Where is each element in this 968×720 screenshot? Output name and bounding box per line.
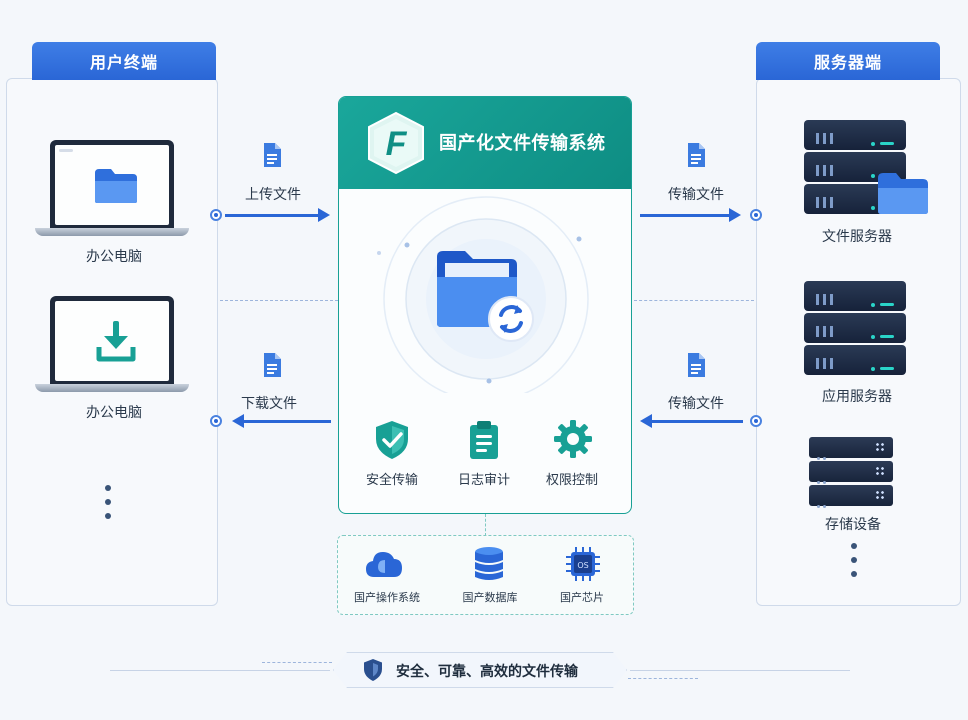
footer-dash-left — [262, 662, 332, 663]
upload-arrow — [225, 214, 319, 217]
transfer-arrow-bottom — [651, 420, 743, 423]
more-servers-dots — [851, 543, 857, 585]
transfer-node-bottom — [750, 415, 762, 427]
device-label-pc-1: 办公电脑 — [86, 249, 142, 265]
device-label-storage: 存储设备 — [825, 517, 881, 533]
upload-doc-icon — [264, 143, 281, 167]
transfer-doc-icon-top — [688, 143, 705, 167]
upload-start-node — [210, 209, 222, 221]
device-label-pc-2: 办公电脑 — [86, 405, 142, 421]
download-end-node — [210, 415, 222, 427]
footer-line-left — [110, 670, 330, 671]
footer-banner — [333, 652, 627, 688]
clipboard-icon — [470, 421, 498, 459]
footer-slogan: 安全、可靠、高效的文件传输 — [396, 664, 578, 680]
os-cloud-icon — [366, 552, 402, 577]
download-doc-icon — [264, 353, 281, 377]
sync-folder-icon — [437, 251, 534, 342]
feature-label-secure-transfer: 安全传输 — [365, 473, 418, 488]
system-title: 国产化文件传输系统 — [439, 133, 606, 154]
chip-icon: OS — [566, 547, 600, 581]
server-side-title: 服务器端 — [756, 42, 940, 80]
transfer-system-card: F 国产化文件传输系统 安全传输 日志审计 — [338, 96, 632, 514]
center-tech-connector — [485, 514, 486, 536]
download-icon — [96, 321, 136, 362]
shield-check-icon — [376, 421, 408, 459]
gear-icon — [554, 420, 592, 458]
user-terminal-title: 用户终端 — [32, 42, 216, 80]
system-header: F 国产化文件传输系统 — [339, 97, 631, 189]
right-divider — [634, 300, 754, 301]
shield-icon — [364, 659, 382, 681]
transfer-arrow-top — [640, 214, 730, 217]
tech-label-os: 国产操作系统 — [354, 591, 420, 604]
folder-icon — [95, 169, 137, 203]
footer-line-right — [630, 670, 850, 671]
transfer-label-bottom: 传输文件 — [668, 396, 724, 412]
download-label: 下载文件 — [241, 396, 297, 412]
feature-label-permission-control: 权限控制 — [545, 473, 598, 488]
device-label-file-server: 文件服务器 — [822, 229, 892, 245]
logo-letter: F — [386, 125, 408, 163]
device-label-app-server: 应用服务器 — [822, 389, 892, 405]
download-arrowhead — [232, 414, 244, 428]
f-logo-icon: F — [368, 111, 424, 175]
footer-dash-right — [628, 678, 698, 679]
tech-label-db: 国产数据库 — [462, 591, 518, 604]
server-folder-icon — [878, 173, 928, 214]
upload-arrowhead — [318, 208, 330, 222]
transfer-arrowhead-top — [729, 208, 741, 222]
transfer-label-top: 传输文件 — [668, 187, 724, 203]
transfer-arrowhead-bottom — [640, 414, 652, 428]
upload-label: 上传文件 — [245, 187, 301, 203]
tech-label-chip: 国产芯片 — [560, 591, 604, 604]
transfer-node-top — [750, 209, 762, 221]
database-icon — [475, 547, 503, 580]
transfer-doc-icon-bottom — [688, 353, 705, 377]
chip-text: OS — [577, 561, 588, 570]
feature-label-log-audit: 日志审计 — [457, 473, 510, 488]
left-divider — [220, 300, 338, 301]
more-devices-dots — [105, 485, 111, 527]
download-arrow — [243, 420, 331, 423]
